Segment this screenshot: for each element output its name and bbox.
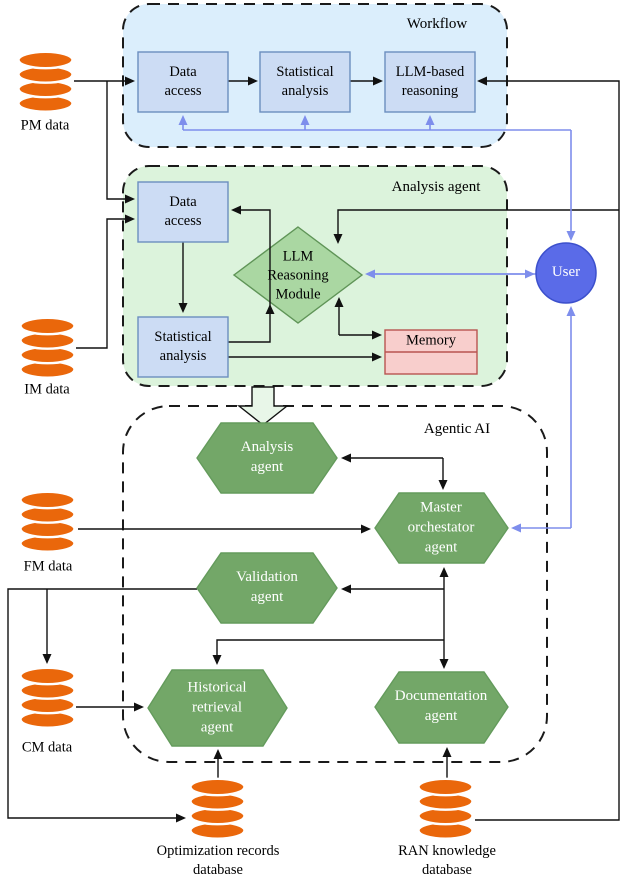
fm-data-label: FM data <box>23 558 73 575</box>
workflow-boxes <box>137 51 476 113</box>
blue-connectors <box>178 115 576 533</box>
cm-database-icon <box>19 666 76 729</box>
im-database-icon <box>19 316 76 379</box>
master-orchestrator-hexagon <box>374 492 509 564</box>
memory-text: Memory <box>406 332 456 349</box>
analysis-agent-hexagon <box>196 422 338 494</box>
database-icons <box>17 50 474 840</box>
validation-to-optimization-db-arrow <box>7 588 197 823</box>
im-to-analysis-data-access-arrow <box>76 214 135 349</box>
workflow-statistical-box <box>259 51 351 113</box>
im-data-label: IM data <box>24 381 70 398</box>
ran-database-icon <box>417 777 474 840</box>
analysis-statistical-text: Statistical analysis <box>154 328 212 364</box>
analysis-data-access-text: Data access <box>164 193 202 229</box>
historical-agent-hex-text: Historical retrieval agent <box>187 679 247 735</box>
master-to-historical-arrow <box>212 639 444 665</box>
workflow-label: Workflow <box>406 16 468 33</box>
ran-db-label: RAN knowledge database <box>398 842 496 878</box>
optimization-database-icon <box>189 777 246 840</box>
pm-to-analysis-data-access-arrow <box>106 81 135 204</box>
agentic-ai-label: Agentic AI <box>423 421 491 438</box>
analysis-data-access-box <box>137 181 229 243</box>
optimization-db-label: Optimization records database <box>156 842 280 878</box>
reasoning-module-text: LLM Reasoning Module <box>267 248 329 303</box>
transition-down-arrow-icon <box>236 386 290 426</box>
llm-reasoning-module-diamond <box>232 226 364 324</box>
agent-hexagons <box>147 422 509 747</box>
workflow-data-access-text: Data access <box>164 63 202 99</box>
user-label: User <box>551 264 581 281</box>
fm-database-icon <box>19 490 76 553</box>
black-connectors <box>7 76 620 823</box>
workflow-data-access-box <box>137 51 229 113</box>
rightline-to-diamond-arrow <box>333 209 619 244</box>
workflow-llm-text: LLM-based reasoning <box>395 63 465 99</box>
analysis-statistical-box <box>137 316 229 378</box>
pm-data-label: PM data <box>20 117 70 134</box>
analysis-agent-label: Analysis agent <box>391 179 481 196</box>
pm-database-icon <box>17 50 74 113</box>
validation-agent-hexagon <box>196 552 338 624</box>
cm-data-label: CM data <box>21 739 73 756</box>
diamond-to-data-access2-arrow <box>231 205 271 306</box>
statistical2-to-diamond-arrow <box>228 304 275 343</box>
user-circle <box>535 242 597 304</box>
documentation-agent-hexagon <box>374 671 509 744</box>
master-orchestrator-hex-text: Master orchestator agent <box>407 499 475 555</box>
ran-to-llm-reasoning-arrow <box>475 76 620 821</box>
historical-retrieval-hexagon <box>147 669 288 747</box>
validation-agent-hex-text: Validation agent <box>236 569 298 605</box>
workflow-statistical-text: Statistical analysis <box>276 63 334 99</box>
analysis-agent-hex-text: Analysis agent <box>240 439 294 475</box>
workflow-llm-box <box>384 51 476 113</box>
documentation-agent-hex-text: Documentation agent <box>394 688 488 724</box>
